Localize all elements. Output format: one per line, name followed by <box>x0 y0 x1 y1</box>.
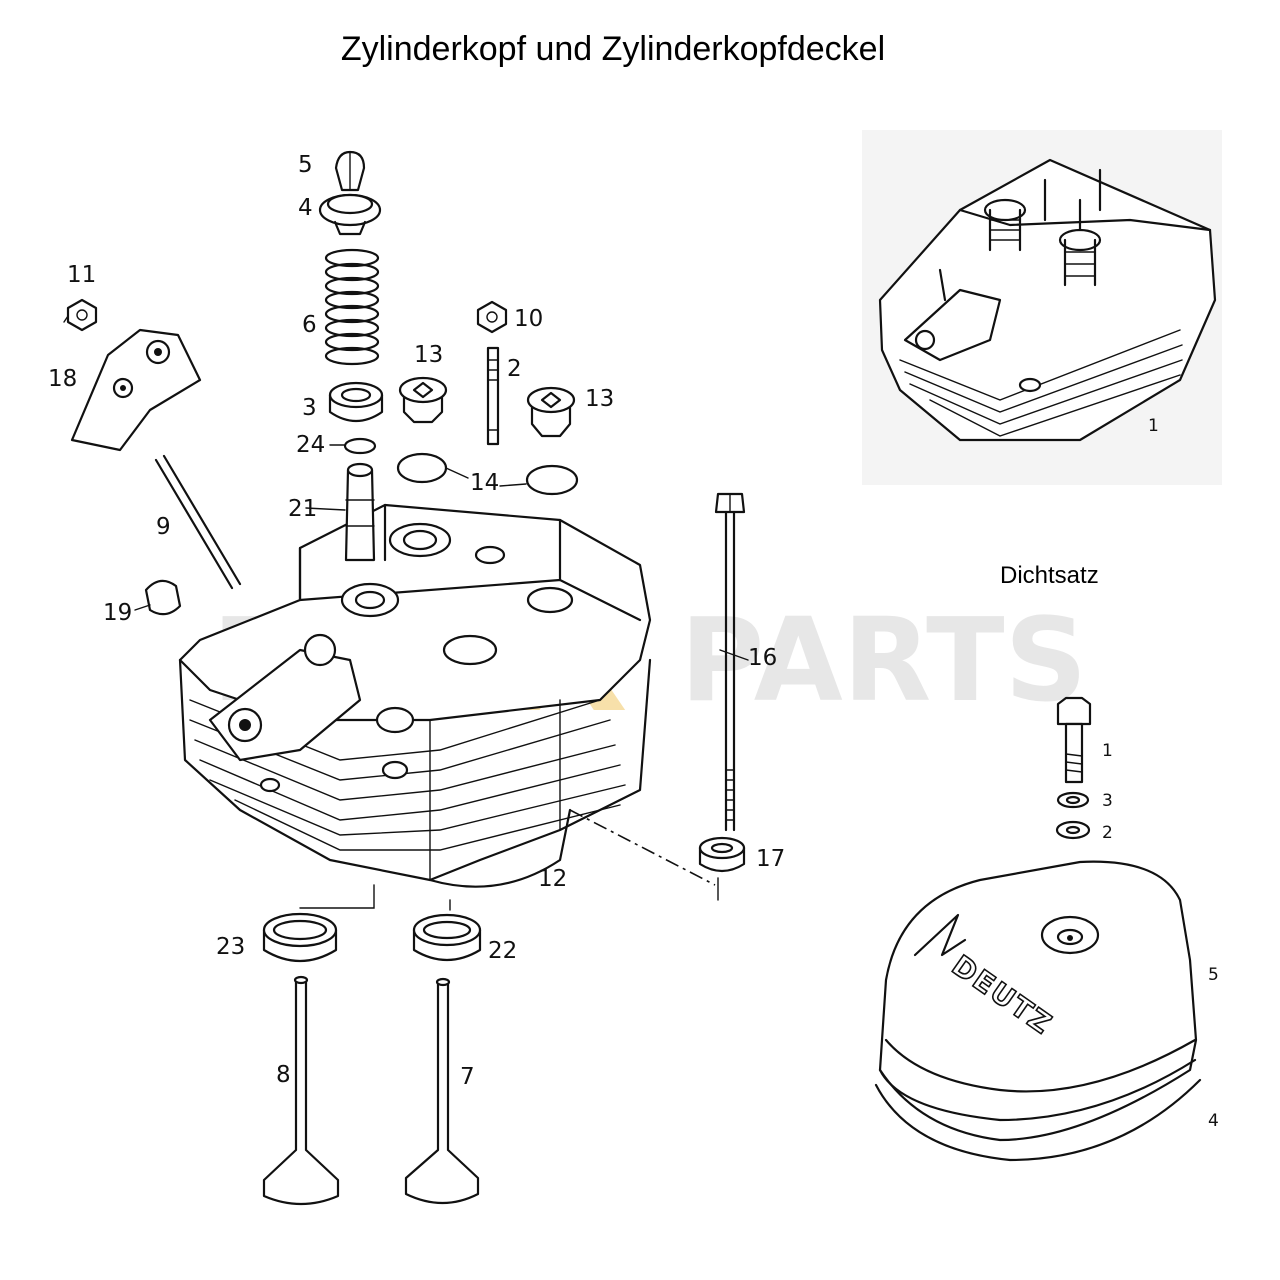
kit-washer-2 <box>1055 820 1091 840</box>
kit-callout-5: 5 <box>1208 965 1219 985</box>
part-valve-seat-ring-23 <box>262 912 338 962</box>
callout-3: 3 <box>302 395 317 421</box>
callout-13-left: 13 <box>414 342 443 368</box>
kit-cylinder-head-cover: DEUTZ <box>874 860 1202 1162</box>
callout-17: 17 <box>756 846 785 872</box>
watermark-right-text: PARTS <box>680 594 1087 728</box>
part-valve-cotters <box>334 150 366 192</box>
assembled-head-thumbnail: 1 <box>862 130 1222 485</box>
part-valve-seat-ring-22 <box>412 913 482 961</box>
callout-11: 11 <box>67 262 96 288</box>
callout-14: 14 <box>470 470 499 496</box>
part-pushrod <box>154 454 242 590</box>
kit-callout-2: 2 <box>1102 823 1113 843</box>
callout-18: 18 <box>48 366 77 392</box>
main-callouts: 5 4 6 3 24 21 11 18 9 19 10 2 13 13 14 1… <box>48 152 785 1090</box>
callout-12: 12 <box>538 866 567 892</box>
callout-6: 6 <box>302 312 317 338</box>
callout-5: 5 <box>298 152 313 178</box>
gasket-kit-heading: Dichtsatz <box>1000 562 1099 589</box>
callout-22: 22 <box>488 938 517 964</box>
part-valve-7 <box>404 977 480 1204</box>
callout-13-right: 13 <box>585 386 614 412</box>
kit-bolt <box>1056 696 1092 784</box>
part-valve-8 <box>262 975 340 1206</box>
kit-washer-3 <box>1056 791 1090 809</box>
callout-10: 10 <box>514 306 543 332</box>
part-nut-11 <box>66 298 98 332</box>
kit-callout-3: 3 <box>1102 791 1113 811</box>
thumb-callout-1: 1 <box>1148 416 1159 436</box>
callout-7: 7 <box>460 1064 475 1090</box>
callout-2: 2 <box>507 356 522 382</box>
part-circlip <box>343 437 377 455</box>
cylinder-head <box>178 503 652 888</box>
part-cylinder-head-bolt <box>714 492 746 832</box>
part-nut-10 <box>476 300 508 334</box>
callout-8: 8 <box>276 1062 291 1088</box>
callout-4: 4 <box>298 195 313 221</box>
callout-23: 23 <box>216 934 245 960</box>
part-spring-retainer <box>318 193 382 236</box>
leader-lines <box>63 315 749 911</box>
gasket-kit: DEUTZ 1 3 2 5 4 <box>874 696 1219 1162</box>
kit-callout-4: 4 <box>1208 1111 1219 1131</box>
part-sealing-rings <box>396 452 579 496</box>
part-spring-seat <box>328 381 384 423</box>
part-clamp <box>70 328 202 452</box>
part-valve-spring <box>324 248 380 366</box>
part-spacer <box>698 836 746 873</box>
callout-9: 9 <box>156 514 171 540</box>
callout-21: 21 <box>288 496 317 522</box>
part-stud <box>486 346 500 446</box>
page-title: Zylinderkopf und Zylinderkopfdeckel <box>340 30 886 68</box>
part-screw-plug-right <box>526 386 576 438</box>
callout-16: 16 <box>748 645 777 671</box>
part-screw-plug-left <box>398 376 448 424</box>
kit-callout-1: 1 <box>1102 741 1113 761</box>
callout-24: 24 <box>296 432 325 458</box>
part-plug <box>144 579 182 616</box>
callout-19: 19 <box>103 600 132 626</box>
part-valve-guide <box>344 462 376 562</box>
